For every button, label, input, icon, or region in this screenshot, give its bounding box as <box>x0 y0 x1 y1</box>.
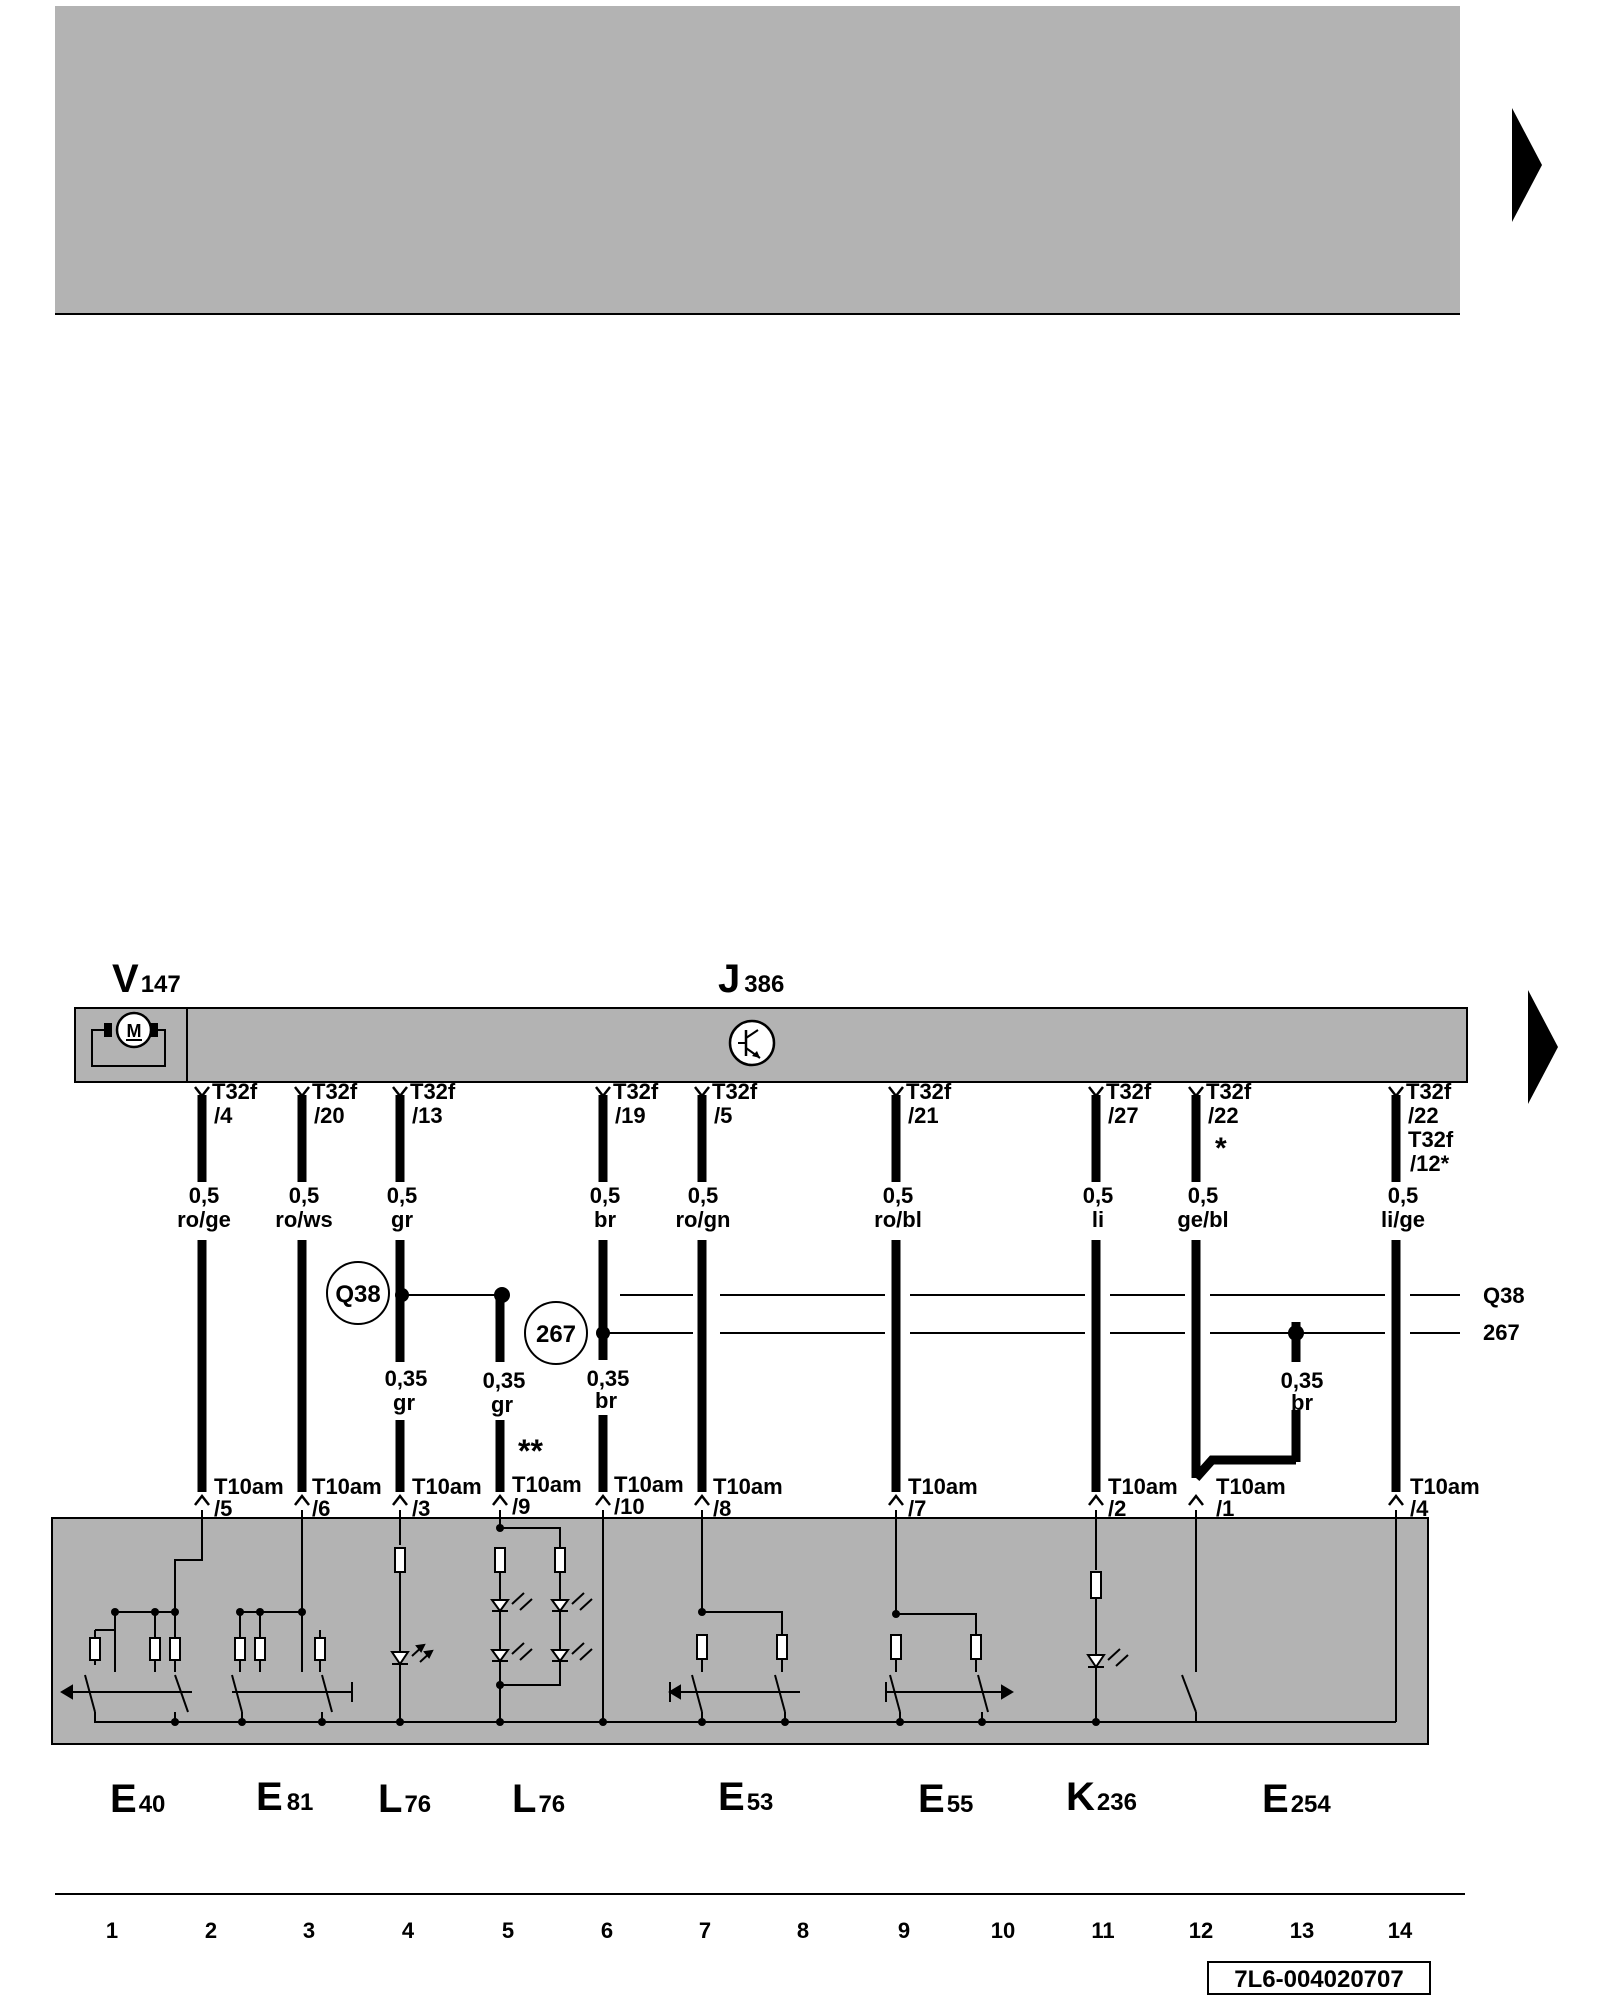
double-star-note: ** <box>518 1433 543 1469</box>
label-l76-b: L76 <box>512 1777 565 1821</box>
label-e55: E55 <box>918 1777 973 1821</box>
pin-T32f-13: T32f/13 <box>410 1079 456 1128</box>
label-v147: V147 <box>112 957 181 1001</box>
upper-pin-labels: T32f/4 T32f/20 T32f/13 T32f/19 T32f/5 T3… <box>212 1079 1454 1176</box>
switch-module <box>51 1517 1429 1745</box>
module-junctions <box>111 1524 1100 1726</box>
svg-text:Q38: Q38 <box>335 1281 380 1308</box>
header-panel <box>55 6 1460 314</box>
grid-number: 6 <box>601 1918 613 1943</box>
grid-number: 3 <box>303 1918 315 1943</box>
led-emission-icons <box>411 1592 1129 1667</box>
pin-T10am-3: T10am/3 <box>412 1474 482 1521</box>
pin-T10am-10: T10am/10 <box>614 1472 684 1519</box>
pin-T10am-6: T10am/6 <box>312 1474 382 1521</box>
main-wires <box>197 1095 1401 1492</box>
pin-T10am-9: T10am/9 <box>512 1472 582 1519</box>
splice-points <box>395 1287 1304 1341</box>
upper-connector-arrows <box>194 1086 1404 1099</box>
reference-lines <box>402 1294 1460 1334</box>
grid-number: 4 <box>402 1918 415 1943</box>
pin-T10am-2: T10am/2 <box>1108 1474 1178 1521</box>
page-arrow-bottom-icon[interactable] <box>1528 990 1558 1104</box>
pin-T32f-22-b: T32f/22 <box>1406 1079 1452 1128</box>
ref-label-267: 267 <box>1483 1320 1520 1345</box>
label-e40: E40 <box>110 1777 165 1821</box>
grid-number: 14 <box>1388 1918 1413 1943</box>
grid-number: 10 <box>991 1918 1015 1943</box>
ref-label-q38: Q38 <box>1483 1283 1525 1308</box>
svg-text:M: M <box>127 1021 142 1041</box>
grid-number: 8 <box>797 1918 809 1943</box>
grid-number: 11 <box>1091 1918 1114 1943</box>
grid-number: 2 <box>205 1918 217 1943</box>
circle-ref-q38: Q38 <box>326 1261 390 1325</box>
pin-T32f-20: T32f/20 <box>312 1079 358 1128</box>
pin-T10am-5: T10am/5 <box>214 1474 284 1521</box>
grid-number: 1 <box>106 1918 118 1943</box>
lower-pin-labels: T10am/5 T10am/6 T10am/3 T10am/9 T10am/10… <box>214 1472 1480 1521</box>
pin-T32f-27: T32f/27 <box>1106 1079 1152 1128</box>
pin-T10am-4: T10am/4 <box>1410 1474 1480 1521</box>
page-arrow-top-icon[interactable] <box>1512 108 1542 222</box>
label-e53: E53 <box>718 1775 773 1819</box>
pin-T32f-22-star: * <box>1215 1132 1227 1165</box>
svg-text:267: 267 <box>536 1321 576 1348</box>
pin-T32f-5: T32f/5 <box>712 1079 758 1128</box>
pin-T32f-12: T32f/12* <box>1408 1127 1454 1176</box>
grid-number: 7 <box>699 1918 711 1943</box>
pin-T10am-8: T10am/8 <box>713 1474 783 1521</box>
pin-T10am-7: T10am/7 <box>908 1474 978 1521</box>
label-l76-a: L76 <box>378 1777 431 1821</box>
label-k236: K236 <box>1066 1775 1137 1819</box>
lower-connector-arrows <box>194 1493 1404 1506</box>
grid-numbers: 1 2 3 4 5 6 7 8 9 10 11 12 13 14 <box>106 1918 1413 1943</box>
grid-number: 5 <box>502 1918 514 1943</box>
pin-T32f-19: T32f/19 <box>613 1079 659 1128</box>
transistor-icon <box>728 1019 776 1067</box>
pin-T32f-21: T32f/21 <box>906 1079 952 1128</box>
circle-ref-267: 267 <box>524 1301 588 1365</box>
motor-icon: M <box>91 1011 166 1067</box>
pin-T10am-1: T10am/1 <box>1216 1474 1286 1521</box>
pin-T32f-22: T32f/22 <box>1206 1079 1252 1128</box>
pin-T32f-4: T32f/4 <box>212 1079 258 1128</box>
grid-number: 12 <box>1189 1918 1213 1943</box>
doc-code: 7L6-004020707 <box>1234 1966 1403 1993</box>
grid-number: 13 <box>1290 1918 1314 1943</box>
grid-number: 9 <box>898 1918 910 1943</box>
label-e254: E254 <box>1262 1777 1331 1821</box>
doc-code-box <box>1207 1961 1431 1995</box>
switch-module-internals <box>60 1510 1397 1723</box>
